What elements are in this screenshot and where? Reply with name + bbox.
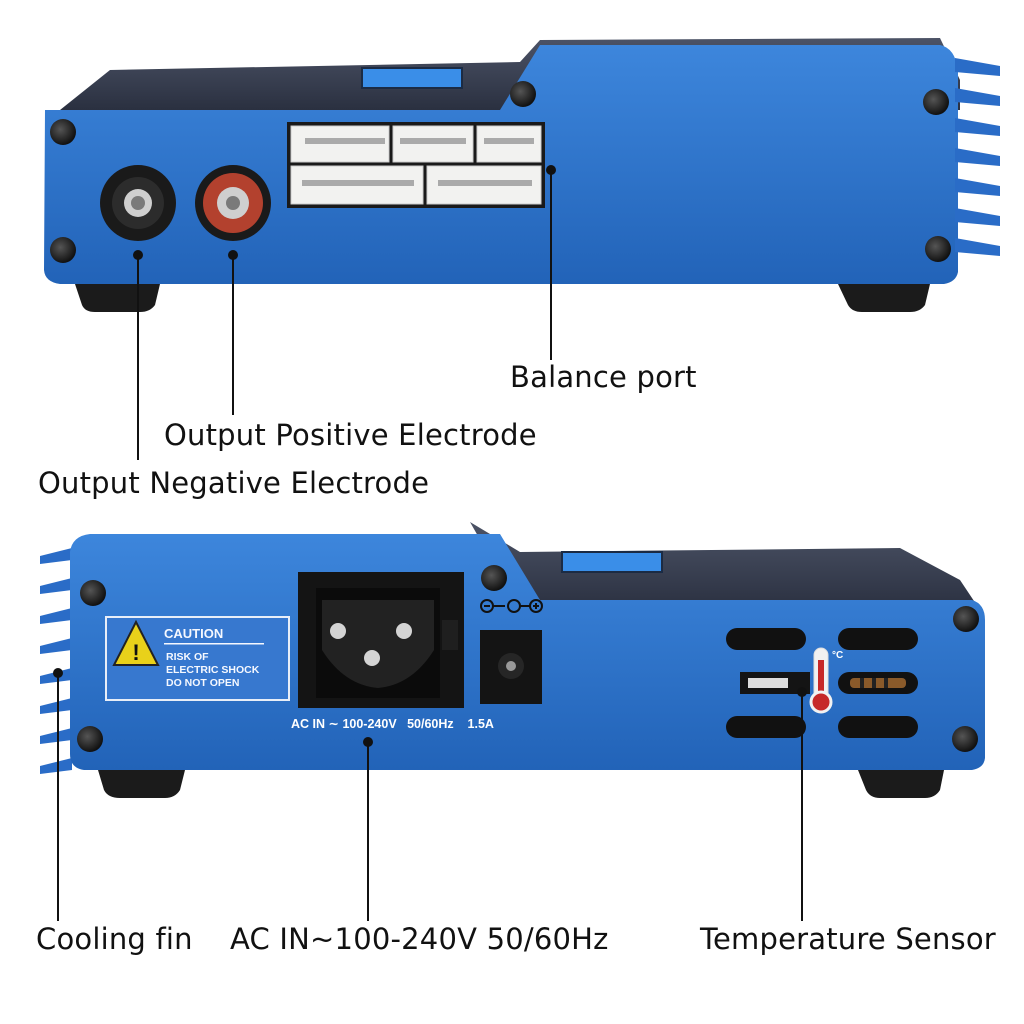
temperature-sensor-label: Temperature Sensor bbox=[700, 922, 996, 956]
charger-rear-illustration: ! CAUTION RISK OF ELECTRIC SHOCK DO NOT … bbox=[40, 522, 985, 798]
internal-resistor bbox=[850, 678, 906, 688]
top-photo-panel: Balance port Output Positive Electrode O… bbox=[0, 0, 1024, 500]
rear-right-foot bbox=[858, 770, 944, 798]
temperature-sensor-port bbox=[740, 672, 810, 694]
right-cooling-fins bbox=[955, 58, 1000, 256]
ac-in-leader bbox=[367, 742, 369, 921]
caution-title: CAUTION bbox=[164, 626, 223, 641]
display-window-rear bbox=[561, 551, 663, 573]
vents bbox=[726, 628, 918, 738]
balance-port-leader bbox=[550, 170, 552, 360]
ac-inlet bbox=[298, 572, 464, 708]
ac-in-label: AC IN~100-240V 50/60Hz bbox=[230, 922, 609, 956]
balance-port-block bbox=[287, 122, 545, 208]
dc-polarity-symbol bbox=[480, 599, 543, 613]
caution-line2: ELECTRIC SHOCK bbox=[166, 664, 260, 676]
temperature-sensor-leader bbox=[801, 692, 803, 921]
output-negative-jack bbox=[100, 165, 176, 241]
temp-unit-text: °C bbox=[832, 650, 843, 661]
output-positive-leader bbox=[232, 255, 234, 415]
bottom-photo-panel: ! CAUTION RISK OF ELECTRIC SHOCK DO NOT … bbox=[0, 500, 1024, 1024]
left-foot bbox=[75, 284, 160, 312]
power-rating-text: AC IN ∼ 100-240V 50/60Hz 1.5A bbox=[291, 717, 494, 731]
left-cooling-fins bbox=[40, 548, 72, 774]
caution-line1: RISK OF bbox=[166, 651, 209, 663]
output-negative-leader bbox=[137, 255, 139, 460]
output-positive-label: Output Positive Electrode bbox=[164, 418, 537, 452]
caution-line3: DO NOT OPEN bbox=[166, 677, 240, 689]
output-positive-jack bbox=[195, 165, 271, 241]
screws bbox=[50, 81, 951, 263]
rear-left-foot bbox=[98, 770, 185, 798]
caution-sticker: ! CAUTION RISK OF ELECTRIC SHOCK DO NOT … bbox=[105, 616, 290, 701]
charger-front-illustration bbox=[44, 38, 1000, 312]
balance-port-label: Balance port bbox=[510, 360, 697, 394]
svg-text:!: ! bbox=[132, 640, 139, 665]
rear-screws bbox=[77, 565, 979, 752]
cooling-fin-label: Cooling fin bbox=[36, 922, 193, 956]
thermometer-icon: °C bbox=[809, 647, 843, 714]
display-window bbox=[361, 67, 463, 89]
cooling-fin-leader bbox=[57, 673, 59, 921]
dc-input-jack bbox=[480, 630, 542, 704]
top-casing-rear bbox=[470, 522, 980, 610]
output-negative-label: Output Negative Electrode bbox=[38, 466, 430, 500]
right-foot bbox=[838, 284, 930, 312]
